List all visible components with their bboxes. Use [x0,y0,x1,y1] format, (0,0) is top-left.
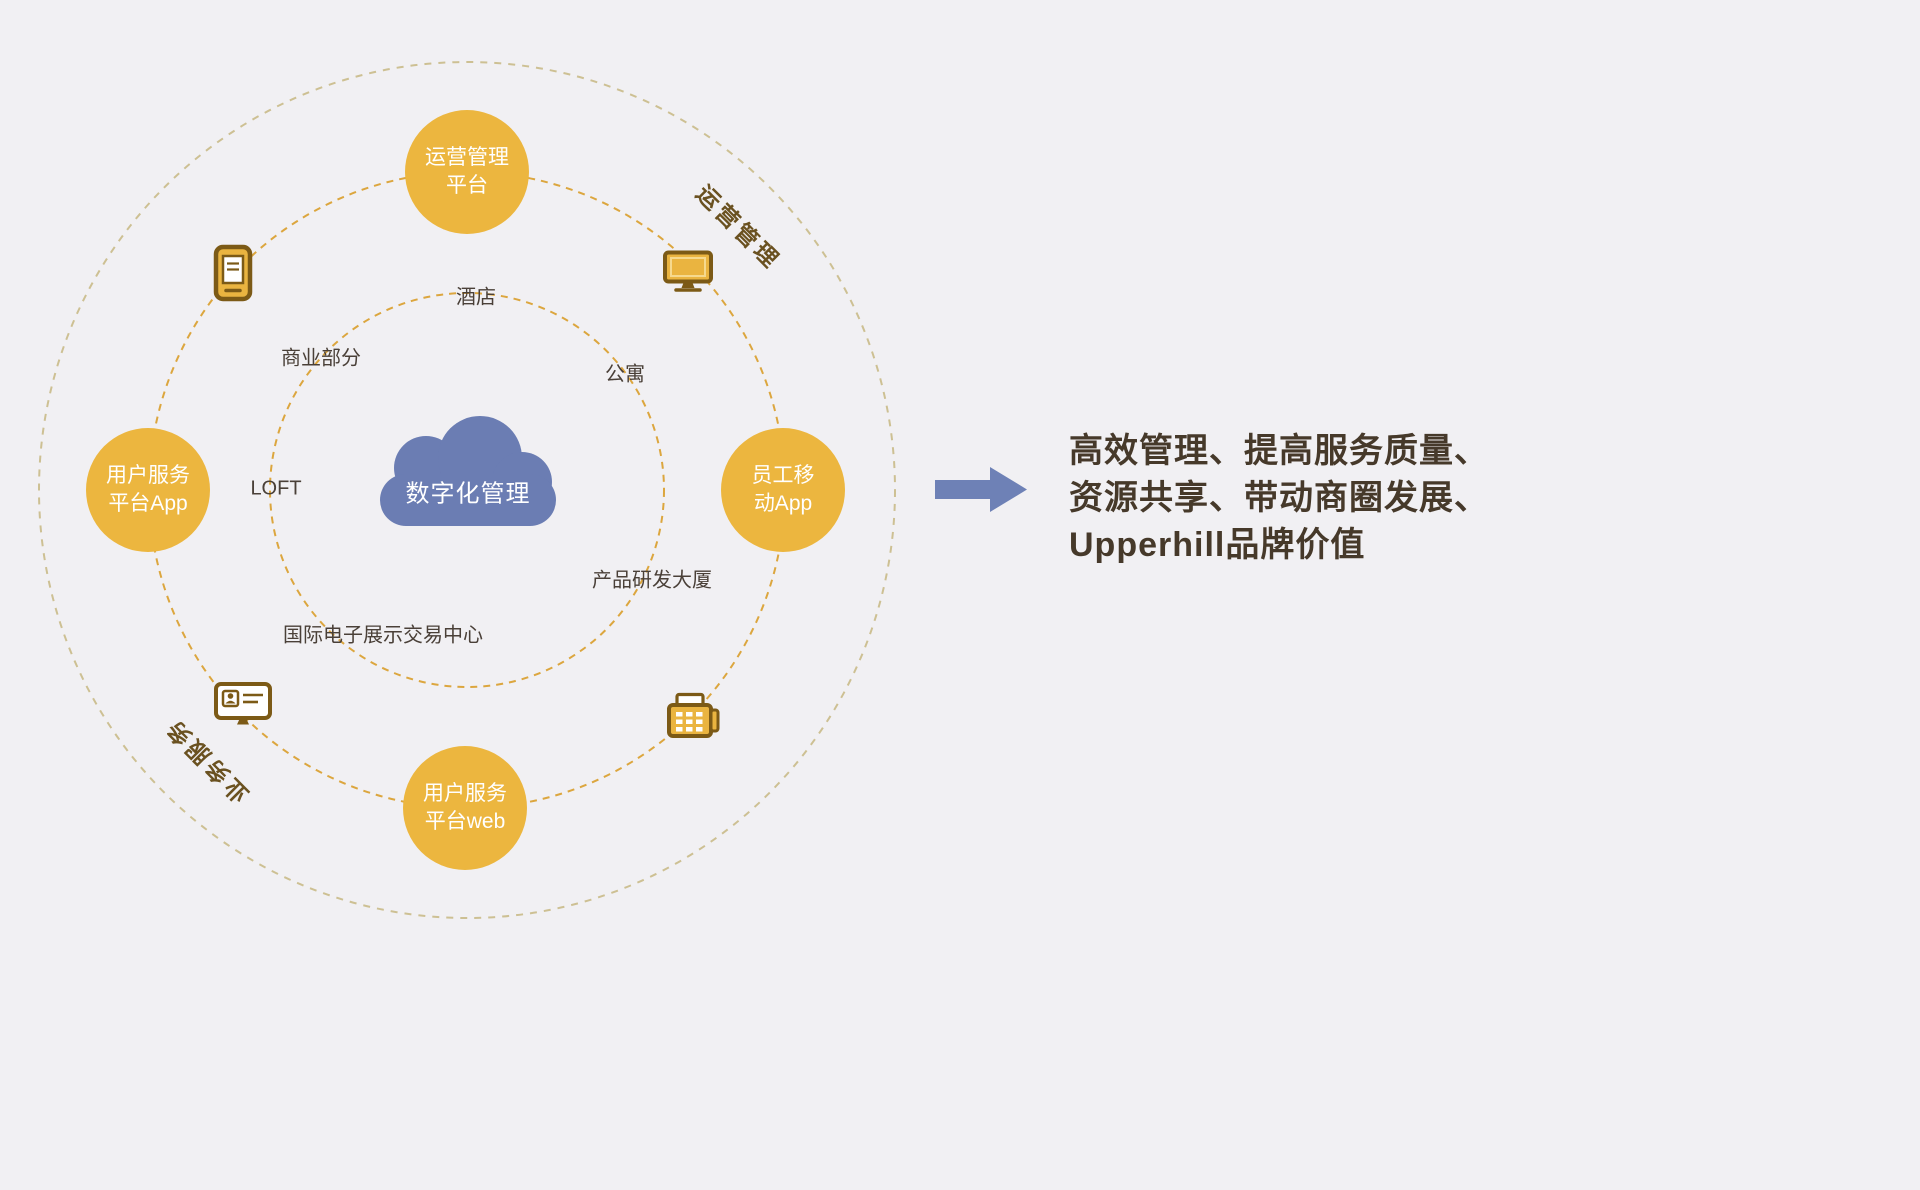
inner-ring [269,292,665,688]
node-employee-app: 员工移 动App [721,428,845,552]
node-label-line: 用户服务 [423,781,507,805]
tablet-icon [212,244,254,302]
node-label-line: 平台 [446,174,488,197]
node-label-line: 员工移 [751,463,815,487]
node-user-service-web: 用户服务 平台web [403,746,527,870]
label-expo-center: 国际电子展示交易中心 [283,624,483,647]
node-operations-platform: 运营管理 平台 [405,110,529,234]
summary-line: Upperhill品牌价值 [1069,526,1366,564]
outer-ring [38,61,896,919]
badge-display-icon [213,681,273,729]
node-label-line: 平台App [108,492,188,515]
node-label-line: 动App [753,492,813,515]
arrow-right-icon [935,467,1027,512]
label-loft: LOFT [250,477,302,500]
label-rd-building: 产品研发大厦 [592,569,712,592]
node-label-line: 运营管理 [425,145,509,169]
node-label-line: 平台web [424,810,506,833]
label-hotel: 酒店 [456,286,496,309]
summary-text: 高效管理、提高服务质量、 资源共享、带动商圈发展、 Upperhill品牌价值 [1069,428,1489,569]
center-cloud-label: 数字化管理 [405,480,531,508]
cloud-icon [380,416,556,526]
label-commercial: 商业部分 [281,347,361,370]
summary-line: 高效管理、提高服务质量、 [1069,432,1489,470]
summary-line: 资源共享、带动商圈发展、 [1069,479,1489,517]
monitor-icon [662,250,714,292]
fax-machine-icon [666,692,720,740]
node-user-service-app: 用户服务 平台App [86,428,210,552]
node-label-line: 用户服务 [106,463,190,487]
label-apartment: 公寓 [605,363,645,386]
